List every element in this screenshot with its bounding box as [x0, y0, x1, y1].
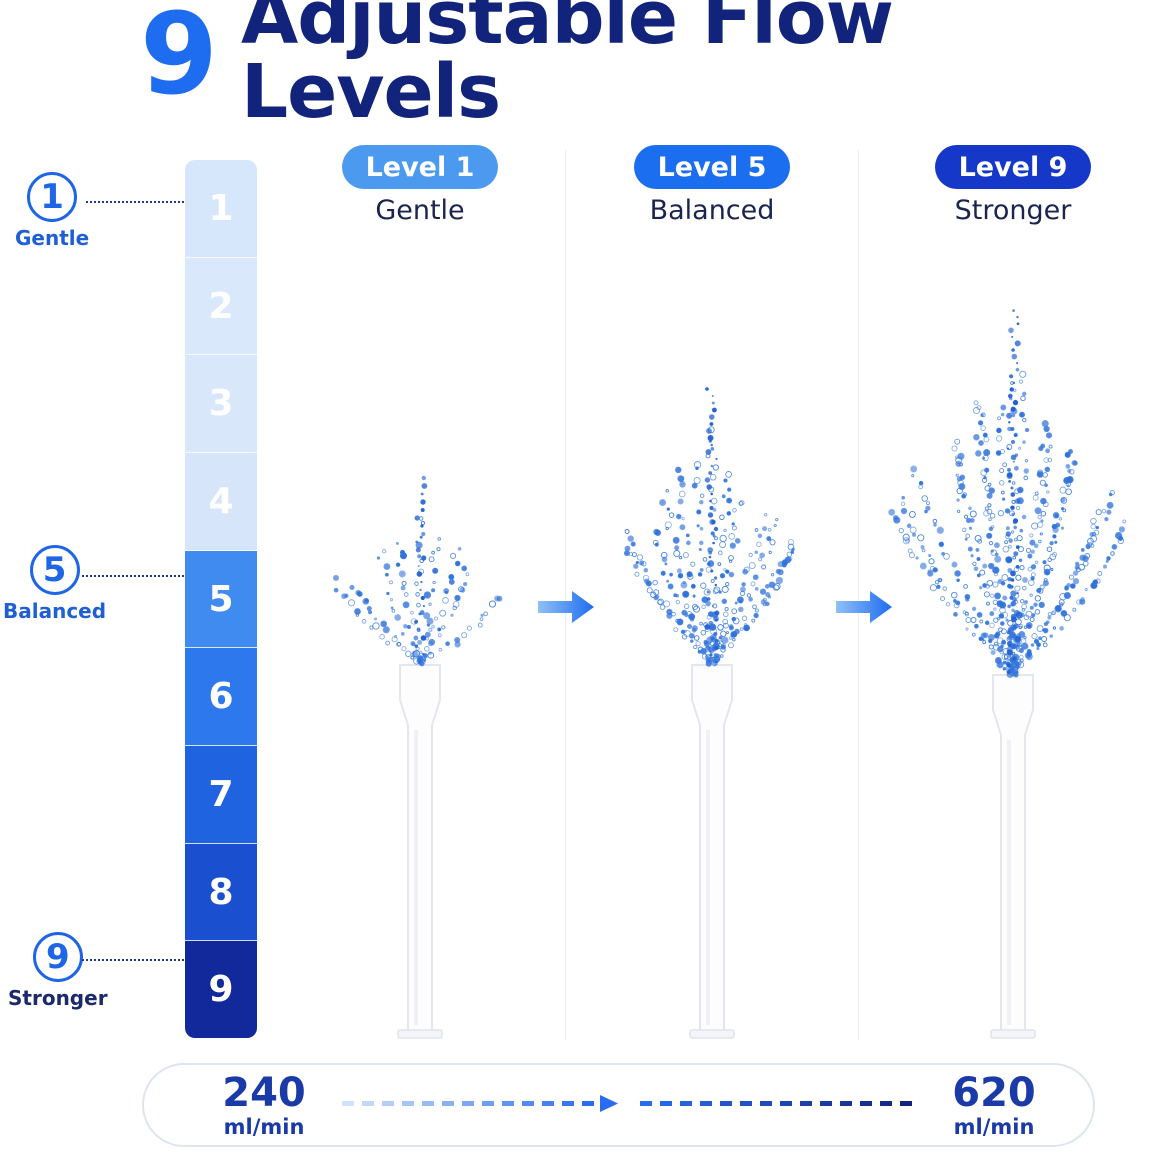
flow-min-unit: ml/min — [223, 1115, 305, 1139]
column-divider — [565, 150, 566, 1040]
flow-dash — [640, 1101, 652, 1106]
marker-label: Stronger — [8, 986, 108, 1010]
flow-dash — [442, 1101, 454, 1106]
flow-dash — [422, 1101, 434, 1106]
flow-max-value: 620 — [952, 1070, 1036, 1116]
scale-segment-9: 9 — [185, 941, 257, 1038]
marker-connector — [82, 959, 184, 961]
flow-dash — [522, 1101, 534, 1106]
flow-dash — [482, 1101, 494, 1106]
marker-number: 9 — [32, 932, 83, 982]
level-column-5: Level 5 Balanced — [562, 145, 862, 1050]
water-flosser-tip-image — [888, 309, 1127, 1039]
marker-balanced: 5 Balanced — [3, 545, 106, 623]
flow-dash — [582, 1101, 594, 1106]
flow-rate-min: 240 ml/min — [189, 1071, 339, 1139]
level-name: Gentle — [375, 195, 465, 226]
flow-dash — [720, 1101, 732, 1106]
flow-rate-bar: 240 ml/min 620 ml/min — [142, 1063, 1095, 1147]
marker-label: Balanced — [3, 599, 107, 623]
page-title: 9 Adjustable Flow Levels — [140, 0, 1171, 129]
scale-segment-3: 3 — [185, 355, 257, 454]
flow-dash — [860, 1101, 872, 1106]
level-name: Stronger — [954, 195, 1072, 226]
level-badge: Level 1 — [342, 145, 498, 189]
marker-gentle: 1 Gentle — [15, 172, 89, 250]
flow-dash — [362, 1101, 374, 1106]
flow-dash — [840, 1101, 852, 1106]
column-divider — [858, 150, 859, 1040]
flow-dash — [760, 1101, 772, 1106]
title-number: 9 — [140, 0, 218, 120]
flow-min-value: 240 — [222, 1070, 306, 1116]
flow-progress-dashes — [342, 1095, 912, 1112]
marker-connector — [86, 201, 184, 203]
flow-dash — [680, 1101, 692, 1106]
flow-dash — [820, 1101, 832, 1106]
right-arrow-icon — [538, 591, 594, 623]
scale-segment-2: 2 — [185, 257, 257, 356]
flow-dash — [502, 1101, 514, 1106]
flow-dash — [342, 1101, 354, 1106]
scale-segment-1: 1 — [185, 160, 257, 258]
flow-dash — [780, 1101, 792, 1106]
flow-dash — [660, 1101, 672, 1106]
flow-dash — [462, 1101, 474, 1106]
marker-number: 5 — [29, 545, 80, 595]
marker-label: Gentle — [15, 226, 90, 250]
title-text: Adjustable Flow Levels — [240, 0, 894, 135]
scale-segment-4: 4 — [185, 453, 257, 551]
flow-dash — [542, 1101, 554, 1106]
water-flosser-tip-image — [332, 475, 503, 1039]
scale-segment-7: 7 — [185, 746, 257, 844]
right-arrow-icon — [836, 591, 892, 623]
right-arrow-icon — [600, 1095, 618, 1112]
marker-number: 1 — [27, 172, 78, 222]
flow-dash — [700, 1101, 712, 1106]
marker-stronger: 9 Stronger — [8, 932, 108, 1010]
flow-rate-max: 620 ml/min — [919, 1071, 1069, 1139]
flow-dash — [880, 1101, 892, 1106]
scale-segment-5: 5 — [185, 550, 257, 649]
flow-dash — [800, 1101, 812, 1106]
flow-dash — [382, 1101, 394, 1106]
level-badge: Level 5 — [634, 145, 790, 189]
marker-connector — [82, 575, 184, 577]
level-badge: Level 9 — [935, 145, 1091, 189]
flow-dash — [402, 1101, 414, 1106]
flow-max-unit: ml/min — [953, 1115, 1035, 1139]
flow-dash — [562, 1101, 574, 1106]
level-name: Balanced — [649, 195, 775, 226]
scale-segment-6: 6 — [185, 648, 257, 747]
water-flosser-tip-image — [623, 387, 795, 1039]
flow-dash — [740, 1101, 752, 1106]
scale-segment-8: 8 — [185, 843, 257, 942]
flow-dash — [900, 1101, 912, 1106]
level-column-1: Level 1 Gentle — [270, 145, 570, 1050]
level-column-9: Level 9 Stronger — [863, 145, 1163, 1050]
